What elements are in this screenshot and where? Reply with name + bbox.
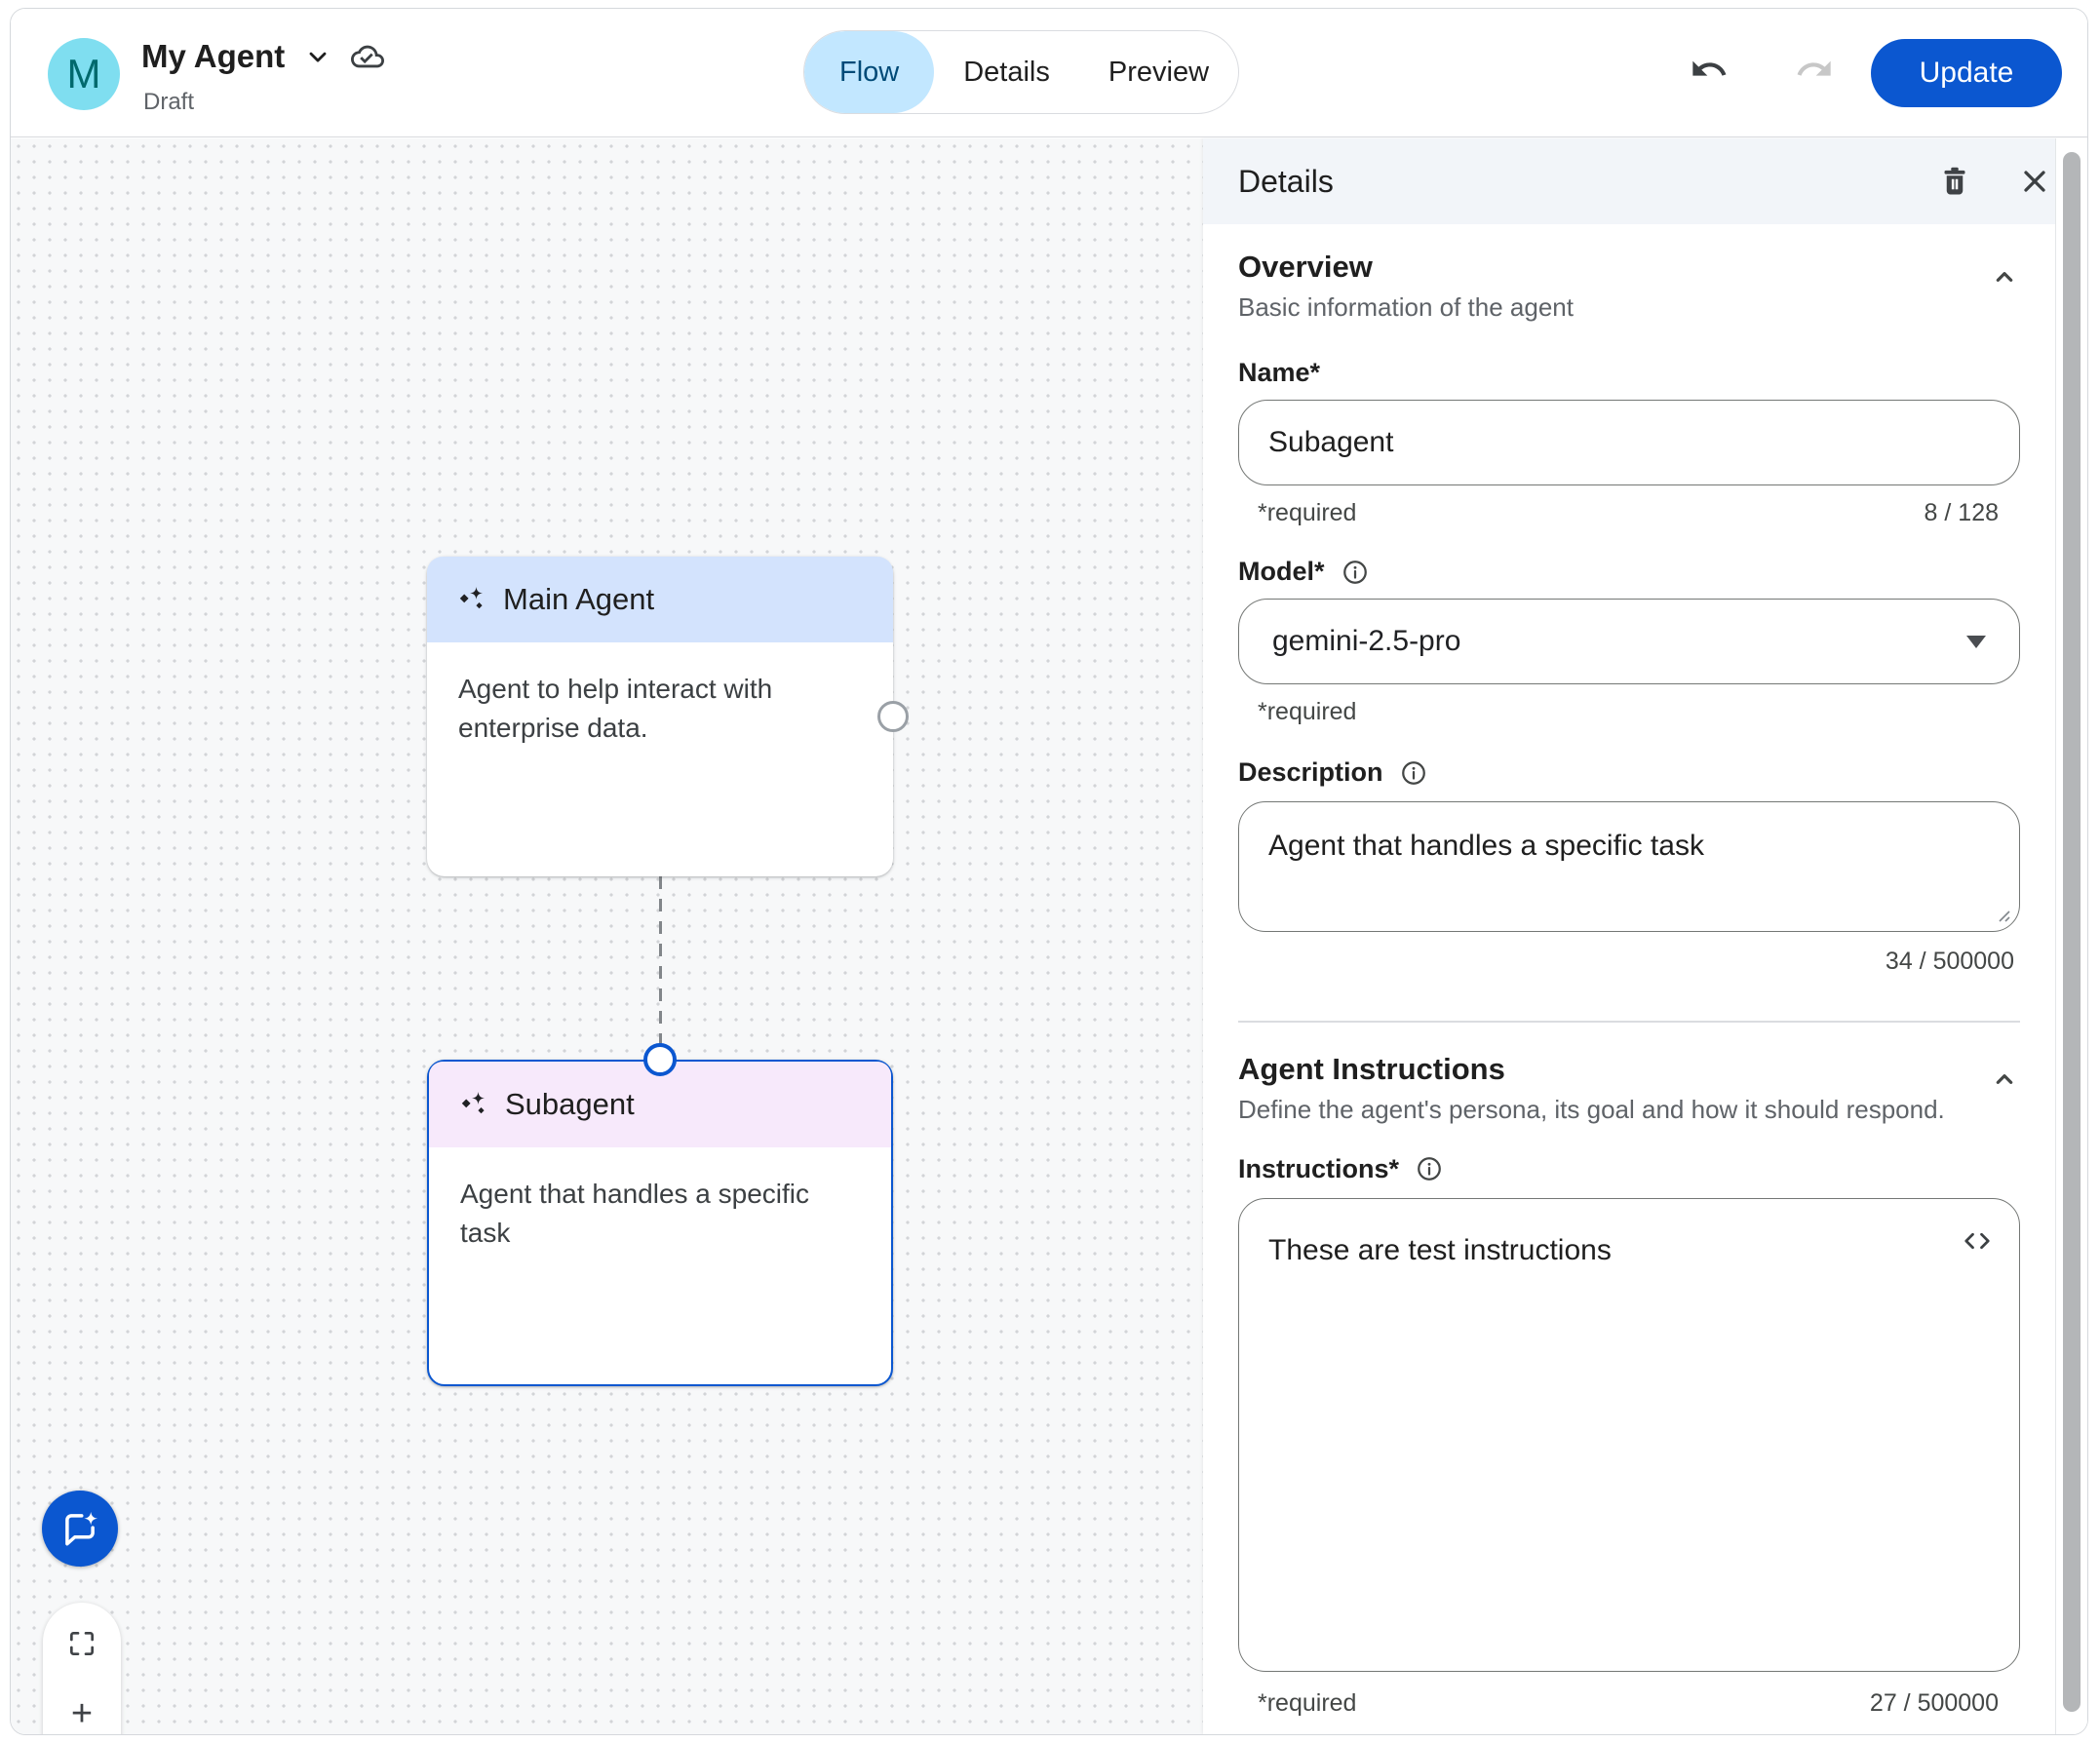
instructions-required-hint: *required — [1258, 1688, 1357, 1717]
description-char-counter: 34 / 500000 — [1885, 948, 2014, 975]
scrollbar-thumb[interactable] — [2063, 152, 2081, 1712]
delete-agent-button[interactable] — [1937, 164, 1972, 199]
details-panel-content: Overview Basic information of the agent … — [1203, 224, 2055, 1734]
overview-subheading: Basic information of the agent — [1238, 292, 1574, 322]
redo-button[interactable] — [1795, 50, 1834, 89]
panel-title: Details — [1238, 163, 1334, 199]
dropdown-arrow-icon — [1966, 635, 1986, 648]
edge-main-to-subagent — [659, 876, 662, 1044]
connector-port-subagent-input[interactable] — [643, 1043, 677, 1076]
instructions-char-counter: 27 / 500000 — [1869, 1688, 1999, 1717]
name-required-hint: *required — [1258, 499, 1357, 526]
model-selected-value: gemini-2.5-pro — [1272, 625, 1461, 657]
undo-button[interactable] — [1690, 50, 1729, 89]
node-description: Agent to help interact with enterprise d… — [458, 674, 773, 743]
node-main-agent[interactable]: Main Agent Agent to help interact with e… — [427, 557, 893, 876]
resize-grip-icon[interactable] — [1994, 906, 2011, 923]
chat-assistant-button[interactable] — [42, 1491, 118, 1567]
section-divider — [1238, 1021, 2020, 1023]
fit-screen-icon — [66, 1628, 97, 1659]
update-button[interactable]: Update — [1871, 39, 2062, 107]
instructions-textarea[interactable] — [1238, 1197, 2020, 1672]
status-badge: Draft — [143, 89, 195, 115]
instructions-section-heading: Agent Instructions — [1238, 1051, 1505, 1086]
node-main-agent-header: Main Agent — [427, 557, 893, 642]
chat-sparkle-icon — [59, 1508, 100, 1549]
code-view-button[interactable] — [1960, 1223, 1995, 1259]
zoom-in-button[interactable]: + — [70, 1692, 94, 1734]
node-title: Subagent — [505, 1087, 635, 1121]
connector-port-main-output[interactable] — [877, 701, 909, 732]
app-frame: Main Agent Agent to help interact with e… — [10, 8, 2088, 1735]
overview-collapse-button[interactable] — [1989, 261, 2020, 292]
node-title: Main Agent — [503, 582, 655, 616]
close-icon — [2017, 164, 2052, 199]
details-panel-header: Details — [1203, 138, 2087, 224]
app-header: M My Agent Draft Flow Details Preview — [11, 9, 2087, 137]
model-required-hint: *required — [1258, 698, 1357, 725]
undo-icon — [1690, 50, 1729, 89]
node-description: Agent that handles a specific task — [460, 1179, 810, 1248]
view-tab-group: Flow Details Preview — [803, 30, 1240, 114]
tab-preview[interactable]: Preview — [1079, 31, 1238, 113]
name-label: Name* — [1238, 358, 1321, 387]
instructions-collapse-button[interactable] — [1989, 1064, 2020, 1095]
tab-flow[interactable]: Flow — [804, 31, 935, 113]
overview-heading: Overview — [1238, 250, 1373, 284]
panel-scrollbar[interactable] — [2055, 138, 2087, 1734]
fit-screen-button[interactable] — [66, 1628, 97, 1659]
trash-icon — [1937, 164, 1972, 199]
redo-icon — [1795, 50, 1834, 89]
instructions-section-subheading: Define the agent's persona, its goal and… — [1238, 1094, 1945, 1124]
page-title: My Agent — [141, 38, 286, 74]
code-icon — [1960, 1223, 1995, 1259]
description-textarea[interactable] — [1238, 801, 2020, 932]
cloud-done-icon — [351, 40, 385, 73]
chevron-up-icon — [1989, 261, 2020, 292]
close-panel-button[interactable] — [2017, 164, 2052, 199]
info-icon[interactable] — [1341, 558, 1370, 587]
agent-menu-chevron-down-icon[interactable] — [304, 43, 331, 70]
sparkle-icon — [458, 1089, 489, 1120]
info-icon[interactable] — [1399, 758, 1428, 788]
avatar: M — [48, 38, 120, 110]
node-subagent[interactable]: Subagent Agent that handles a specific t… — [427, 1060, 893, 1386]
info-icon[interactable] — [1415, 1154, 1444, 1183]
name-input[interactable] — [1238, 400, 2020, 485]
model-select[interactable]: gemini-2.5-pro — [1238, 599, 2020, 684]
name-char-counter: 8 / 128 — [1924, 499, 1999, 526]
chevron-up-icon — [1989, 1064, 2020, 1095]
tab-details[interactable]: Details — [934, 31, 1079, 113]
instructions-label: Instructions* — [1238, 1154, 2020, 1184]
details-panel: Details — [1203, 138, 2087, 1734]
description-label: Description — [1238, 757, 2020, 788]
canvas-zoom-controls: + − — [43, 1603, 121, 1734]
model-label: Model* — [1238, 557, 2020, 587]
sparkle-icon — [456, 584, 487, 615]
